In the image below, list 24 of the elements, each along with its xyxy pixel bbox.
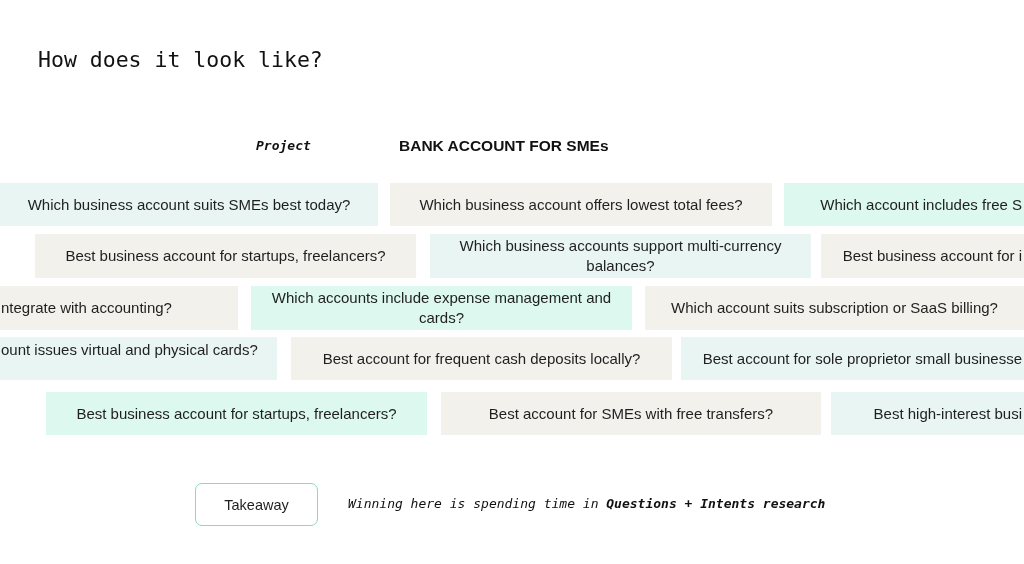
question-text: Which accounts include expense management and cards? (270, 288, 613, 328)
question-text: Which account suits subscription or SaaS billing? (671, 298, 998, 318)
question-text: Best business account for startups, freelancers? (65, 246, 386, 266)
takeaway-box (195, 483, 318, 526)
question-text: Best business account for i (842, 246, 1022, 266)
question-text: Best account for SMEs with free transfers? (488, 403, 774, 424)
question-chip (251, 286, 632, 330)
question-text: ntegrate with accounting? (1, 298, 172, 318)
question-text: Which business account suits SMEs best today? (27, 194, 351, 215)
takeaway-label: Takeaway (224, 496, 289, 513)
question-chip (784, 183, 1024, 226)
question-text: Best account for frequent cash deposits locally? (322, 348, 641, 369)
question-text: Best high-interest busi (873, 403, 1022, 424)
project-label: Project (256, 138, 311, 153)
takeaway-text: Winning here is spending time in Questions + Intents research (348, 496, 826, 511)
question-chip (46, 392, 427, 435)
question-text: Best account for sole proprietor small businesse (702, 348, 1022, 369)
question-text: Which business account offers lowest total fees? (419, 194, 743, 215)
question-text: Which account includes free S (820, 194, 1022, 215)
question-text: Which business accounts support multi-currency balances? (458, 236, 783, 276)
question-text: ount issues virtual and physical cards? (1, 340, 258, 360)
question-text: Best business account for startups, freelancers? (76, 403, 397, 424)
slide-title: How does it look like? (38, 47, 323, 72)
project-name: BANK ACCOUNT FOR SMEs (399, 137, 609, 155)
